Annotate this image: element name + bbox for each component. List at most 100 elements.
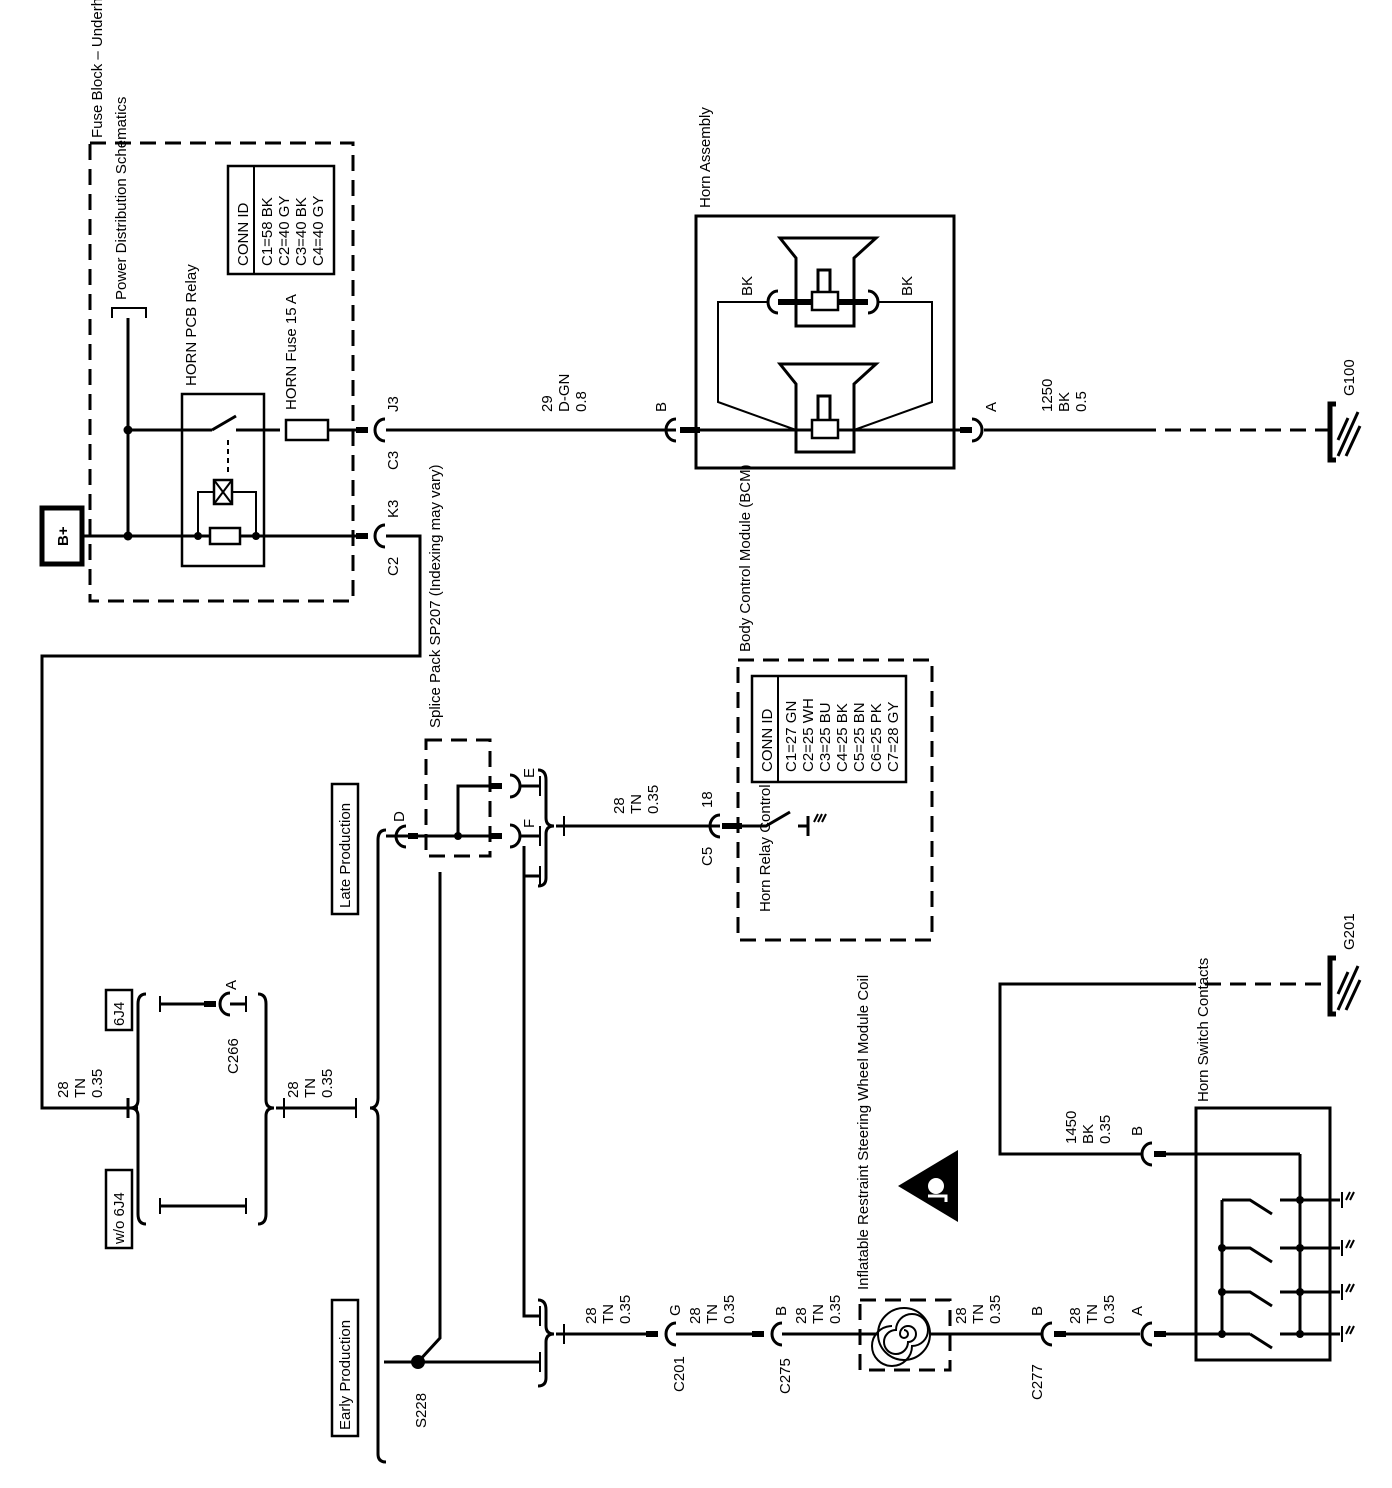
horn-relay-control-label: Horn Relay Control	[757, 784, 774, 912]
wire-29-color: D-GN	[556, 374, 573, 412]
splice-s228	[411, 1355, 425, 1369]
fuse-block-label: Fuse Block – Underhood	[89, 0, 106, 138]
wire-tn-circuit: 28	[687, 1307, 704, 1324]
option-6j4: 6J4	[111, 1002, 128, 1026]
bcm-outline	[736, 658, 934, 942]
late-production-label: Late Production	[337, 803, 354, 908]
c201-label: C201	[671, 1356, 688, 1392]
horn-relay	[180, 392, 266, 568]
horn-pin-b: B	[653, 402, 670, 412]
wire-tn-circuit: 28	[583, 1307, 600, 1324]
fuse-conn-row: C4=40 GY	[310, 196, 327, 266]
chassis-ground-icon	[1341, 1191, 1355, 1342]
splice-pin-e: E	[521, 768, 538, 778]
horn-pin-a: A	[983, 402, 1000, 412]
wire-tn-color: TN	[1084, 1304, 1101, 1324]
wire-tn-circuit: 28	[1067, 1307, 1084, 1324]
horn-assembly	[694, 214, 956, 470]
wire-tn-size: 0.35	[721, 1295, 738, 1324]
ground-g100-label: G100	[1341, 359, 1358, 396]
wire-tn-color: TN	[704, 1304, 721, 1324]
bcm-conn-id-title: CONN ID	[759, 709, 776, 773]
horn-speaker-icon	[776, 362, 880, 454]
wire-tn-size: 0.35	[319, 1069, 336, 1098]
c266-label: C266	[225, 1038, 242, 1074]
battery-terminal	[39, 505, 85, 567]
fuse-conn-row: C3=40 BK	[293, 197, 310, 266]
bcm-conn-row: C7=28 GY	[885, 702, 902, 772]
wire-1450-circuit: 1450	[1063, 1111, 1080, 1144]
c275-pin: B	[773, 1306, 790, 1316]
coil-label: Inflatable Restraint Steering Wheel Modu…	[855, 975, 872, 1290]
option-wo-6j4-box	[104, 1168, 134, 1250]
wire-1450-color: BK	[1080, 1124, 1097, 1144]
battery-label: B+	[55, 526, 72, 546]
pin-j3: J3	[385, 396, 402, 412]
horn-fuse-label: HORN Fuse 15 A	[283, 294, 300, 410]
splice-pack-label: Splice Pack SP207 (Indexing may vary)	[427, 465, 444, 728]
wire-29-size: 0.8	[573, 391, 590, 412]
wire-tn-circuit: 28	[55, 1081, 72, 1098]
bcm-conn-row: C1=27 GN	[783, 701, 800, 772]
wire-tn-size: 0.35	[827, 1295, 844, 1324]
clockspring-coil-icon	[871, 1307, 931, 1367]
early-production-box	[330, 1298, 360, 1438]
wire-1250-size: 0.5	[1073, 391, 1090, 412]
option-6j4-box	[104, 988, 134, 1032]
horn-switch-label: Horn Switch Contacts	[1195, 958, 1212, 1102]
ground-icon	[1327, 955, 1362, 1017]
wire-tn-color: TN	[600, 1304, 617, 1324]
wire-1250-circuit: 1250	[1039, 379, 1056, 412]
wire-tn-circuit: 28	[793, 1307, 810, 1324]
bcm-conn-row: C3=25 BU	[817, 702, 834, 772]
horn-bk-right: BK	[899, 276, 916, 296]
c277-label: C277	[1029, 1364, 1046, 1400]
horn-switch-contact-icon	[1222, 1198, 1273, 1350]
fuse-block-outline	[88, 141, 355, 603]
wire-tn-color: TN	[302, 1078, 319, 1098]
wire-1250-color: BK	[1056, 392, 1073, 412]
bcm-conn-row: C5=25 BN	[851, 702, 868, 772]
bcm-label: Body Control Module (BCM)	[737, 464, 754, 652]
ground-g201-label: G201	[1341, 913, 1358, 950]
wire-tn-size: 0.35	[89, 1069, 106, 1098]
c275-label: C275	[777, 1358, 794, 1394]
wire-tn-size: 0.35	[987, 1295, 1004, 1324]
bcm-conn-row: C2=25 WH	[800, 698, 817, 772]
splice-pin-d: D	[391, 811, 408, 822]
fuse-conn-row: C2=40 GY	[276, 196, 293, 266]
horn-speaker-icon	[776, 236, 880, 328]
wire-tn-color: TN	[970, 1304, 987, 1324]
horn-relay-label: HORN PCB Relay	[183, 264, 200, 386]
splice-s228-label: S228	[413, 1393, 430, 1428]
bcm-pin-18: 18	[699, 791, 716, 808]
airbag-warning-icon	[898, 1150, 958, 1222]
wire-tn-size: 0.35	[645, 785, 662, 814]
option-without-6j4: w/o 6J4	[111, 1192, 128, 1245]
splice-pack-outline	[424, 738, 492, 858]
horn-bk-left: BK	[739, 276, 756, 296]
wire-1450-size: 0.35	[1097, 1115, 1114, 1144]
fuse-conn-row: C1=58 BK	[259, 197, 276, 266]
horn-switch-pin-b: B	[1129, 1126, 1146, 1136]
power-distribution-ref: Power Distribution Schematics	[113, 97, 130, 300]
wire-tn-color: TN	[810, 1304, 827, 1324]
late-production-box	[330, 782, 360, 916]
fuse-block-conn-id-title: CONN ID	[235, 203, 252, 267]
c277-pin: B	[1029, 1306, 1046, 1316]
bcm-conn-row: C4=25 BK	[834, 703, 851, 772]
wire-tn-circuit: 28	[953, 1307, 970, 1324]
wire-tn-color: TN	[72, 1078, 89, 1098]
c201-pin: G	[667, 1304, 684, 1316]
bcm-conn-row: C6=25 PK	[868, 703, 885, 772]
wire-tn-color: TN	[628, 794, 645, 814]
wire-tn-circuit: 28	[611, 797, 628, 814]
horn-switch-contacts	[1194, 1106, 1332, 1362]
pin-c2: C2	[385, 557, 402, 576]
bcm-conn-c5: C5	[699, 847, 716, 866]
fuse-block-conn-id	[226, 164, 336, 276]
horn-fuse-icon	[284, 418, 330, 442]
wire-tn-circuit: 28	[285, 1081, 302, 1098]
early-production-label: Early Production	[337, 1320, 354, 1430]
